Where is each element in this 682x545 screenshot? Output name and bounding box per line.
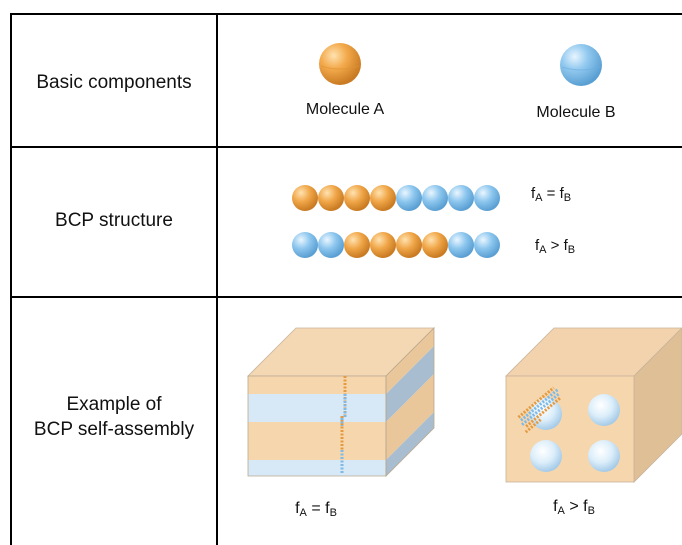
- bead-molecule-a: [344, 185, 370, 211]
- bead-molecule-a: [370, 232, 396, 258]
- molecule-b-label: Molecule B: [536, 104, 616, 121]
- assembly-caption-lamellar: fA = fB: [295, 500, 337, 519]
- fraction-label-chain-2: fA > fB: [535, 237, 576, 256]
- bead-molecule-b: [396, 185, 422, 211]
- column-divider: [216, 13, 218, 545]
- bead-molecule-a: [318, 185, 344, 211]
- row-label-self-assembly-line1: Example of: [66, 394, 162, 415]
- row-label-self-assembly-line2: BCP self-assembly: [33, 419, 195, 440]
- bead-molecule-a: [344, 232, 370, 258]
- bead-molecule-a: [292, 185, 318, 211]
- bead-molecule-a: [422, 232, 448, 258]
- table-top-border: [10, 13, 682, 15]
- row-label-bcp-structure: BCP structure: [55, 210, 173, 231]
- bead-molecule-b: [474, 232, 500, 258]
- bead-molecule-b: [422, 185, 448, 211]
- lamellar-morphology-cube: [247, 327, 435, 477]
- spherical-morphology-cube: [505, 327, 682, 483]
- molecule-a-label: Molecule A: [305, 101, 385, 118]
- bcp-chain-asymmetric: [292, 232, 500, 258]
- bead-molecule-b: [448, 185, 474, 211]
- table-left-border: [10, 13, 12, 545]
- lamellar-chain-blue: [340, 394, 347, 474]
- row-label-basic-components: Basic components: [36, 72, 192, 93]
- micelle-sphere: [530, 440, 562, 472]
- bead-molecule-b: [474, 185, 500, 211]
- row-label-self-assembly: Example of BCP self-assembly: [12, 392, 216, 442]
- bead-molecule-a: [370, 185, 396, 211]
- assembly-caption-spherical: fA > fB: [553, 498, 595, 517]
- bead-molecule-b: [448, 232, 474, 258]
- bead-molecule-b: [292, 232, 318, 258]
- molecule-a-sphere: [319, 43, 361, 85]
- molecule-b-sphere: [560, 44, 602, 86]
- fraction-label-chain-1: fA = fB: [531, 185, 572, 204]
- bead-molecule-a: [396, 232, 422, 258]
- bead-molecule-b: [318, 232, 344, 258]
- bcp-chain-symmetric: [292, 185, 500, 211]
- row-divider-1: [10, 146, 682, 148]
- row-divider-2: [10, 296, 682, 298]
- micelle-sphere: [588, 394, 620, 426]
- micelle-sphere: [588, 440, 620, 472]
